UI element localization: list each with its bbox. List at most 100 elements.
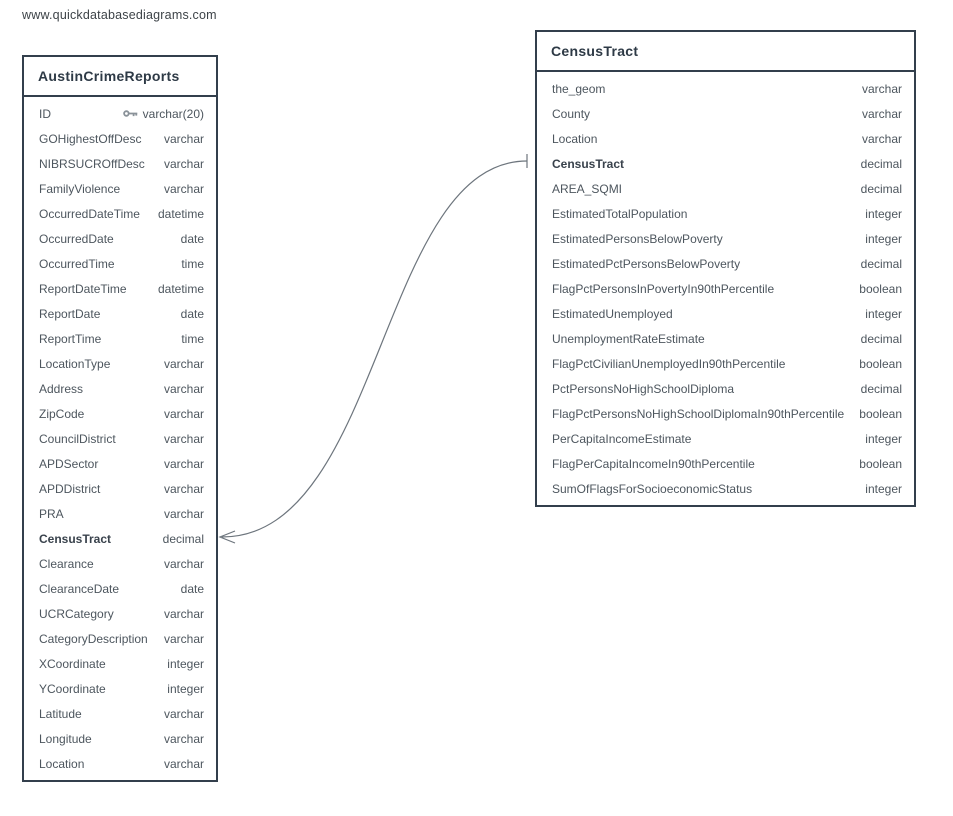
field-type-label: varchar: [861, 106, 902, 121]
field-type-label: decimal: [860, 256, 902, 271]
watermark: www.quickdatabasediagrams.com: [22, 8, 217, 22]
field-row: GOHighestOffDesc varchar: [24, 126, 216, 151]
field-name: UnemploymentRateEstimate: [552, 331, 705, 346]
field-row: ClearanceDate date: [24, 576, 216, 601]
field-type: varchar: [164, 632, 204, 646]
field-name: Location: [39, 756, 85, 771]
field-type: varchar: [164, 607, 204, 621]
field-type-label: datetime: [157, 206, 204, 221]
field-name: Location: [552, 131, 598, 146]
table-header[interactable]: AustinCrimeReports: [24, 57, 216, 97]
field-type-label: varchar: [163, 131, 204, 146]
field-type-label: decimal: [860, 156, 902, 171]
field-type-label: varchar: [861, 131, 902, 146]
field-type-label: integer: [865, 206, 902, 221]
field-row: LocationType varchar: [24, 351, 216, 376]
table-title: AustinCrimeReports: [38, 68, 180, 84]
field-row: FlagPctCivilianUnemployedIn90thPercentil…: [537, 351, 914, 376]
field-type: varchar(20): [122, 107, 204, 121]
field-name: PRA: [39, 506, 64, 521]
field-row: County varchar: [537, 101, 914, 126]
field-type-label: integer: [167, 656, 204, 671]
many-cardinality-marker: [218, 530, 236, 544]
field-name: OccurredTime: [39, 256, 115, 271]
field-name: Clearance: [39, 556, 94, 571]
table-title: CensusTract: [551, 43, 639, 59]
field-type-label: varchar: [163, 431, 204, 446]
field-type: integer: [865, 482, 902, 496]
field-type-label: time: [181, 331, 204, 346]
field-name: CategoryDescription: [39, 631, 148, 646]
field-type: varchar: [862, 107, 902, 121]
field-name: County: [552, 106, 591, 121]
field-type: datetime: [158, 207, 204, 221]
field-type-label: varchar: [163, 731, 204, 746]
field-type: date: [181, 582, 204, 596]
field-type: datetime: [158, 282, 204, 296]
field-type-label: varchar: [163, 756, 204, 771]
field-name: PerCapitaIncomeEstimate: [552, 431, 692, 446]
field-type: boolean: [859, 407, 902, 421]
field-type: varchar: [862, 132, 902, 146]
field-type: decimal: [861, 332, 902, 346]
field-type-label: varchar: [163, 181, 204, 196]
field-name: ClearanceDate: [39, 581, 120, 596]
field-type: boolean: [859, 457, 902, 471]
table-header[interactable]: CensusTract: [537, 32, 914, 72]
field-row: Location varchar: [24, 751, 216, 776]
field-type: varchar: [164, 407, 204, 421]
field-type: varchar: [164, 757, 204, 771]
field-type: varchar: [164, 482, 204, 496]
field-name: CensusTract: [552, 156, 625, 171]
field-row: FlagPctPersonsNoHighSchoolDiplomaIn90thP…: [537, 401, 914, 426]
field-type-label: varchar: [163, 506, 204, 521]
field-name: FlagPctCivilianUnemployedIn90thPercentil…: [552, 356, 786, 371]
field-type-label: integer: [865, 231, 902, 246]
field-name: EstimatedPctPersonsBelowPoverty: [552, 256, 741, 271]
field-type: boolean: [859, 282, 902, 296]
field-type-label: decimal: [162, 531, 204, 546]
field-type-label: varchar: [163, 156, 204, 171]
field-type-label: boolean: [859, 406, 902, 421]
field-type-label: varchar: [163, 456, 204, 471]
field-type-label: decimal: [860, 331, 902, 346]
field-type: integer: [865, 232, 902, 246]
field-type: integer: [167, 682, 204, 696]
field-row: EstimatedPctPersonsBelowPoverty decimal: [537, 251, 914, 276]
field-type-label: integer: [865, 481, 902, 496]
field-type-label: integer: [865, 431, 902, 446]
field-type-label: varchar: [861, 81, 902, 96]
field-name: FlagPctPersonsNoHighSchoolDiplomaIn90thP…: [552, 406, 845, 421]
field-name: Address: [39, 381, 84, 396]
field-name: APDSector: [39, 456, 99, 471]
field-type: decimal: [861, 157, 902, 171]
field-type-label: boolean: [859, 356, 902, 371]
field-type: decimal: [861, 257, 902, 271]
field-name: SumOfFlagsForSocioeconomicStatus: [552, 481, 753, 496]
field-name: LocationType: [39, 356, 111, 371]
field-name: FlagPerCapitaIncomeIn90thPercentile: [552, 456, 755, 471]
field-name: OccurredDate: [39, 231, 114, 246]
field-type-label: boolean: [859, 456, 902, 471]
field-name: CensusTract: [39, 531, 112, 546]
field-name: UCRCategory: [39, 606, 114, 621]
field-name: PctPersonsNoHighSchoolDiploma: [552, 381, 735, 396]
field-type-label: varchar: [163, 356, 204, 371]
field-name: GOHighestOffDesc: [39, 131, 142, 146]
